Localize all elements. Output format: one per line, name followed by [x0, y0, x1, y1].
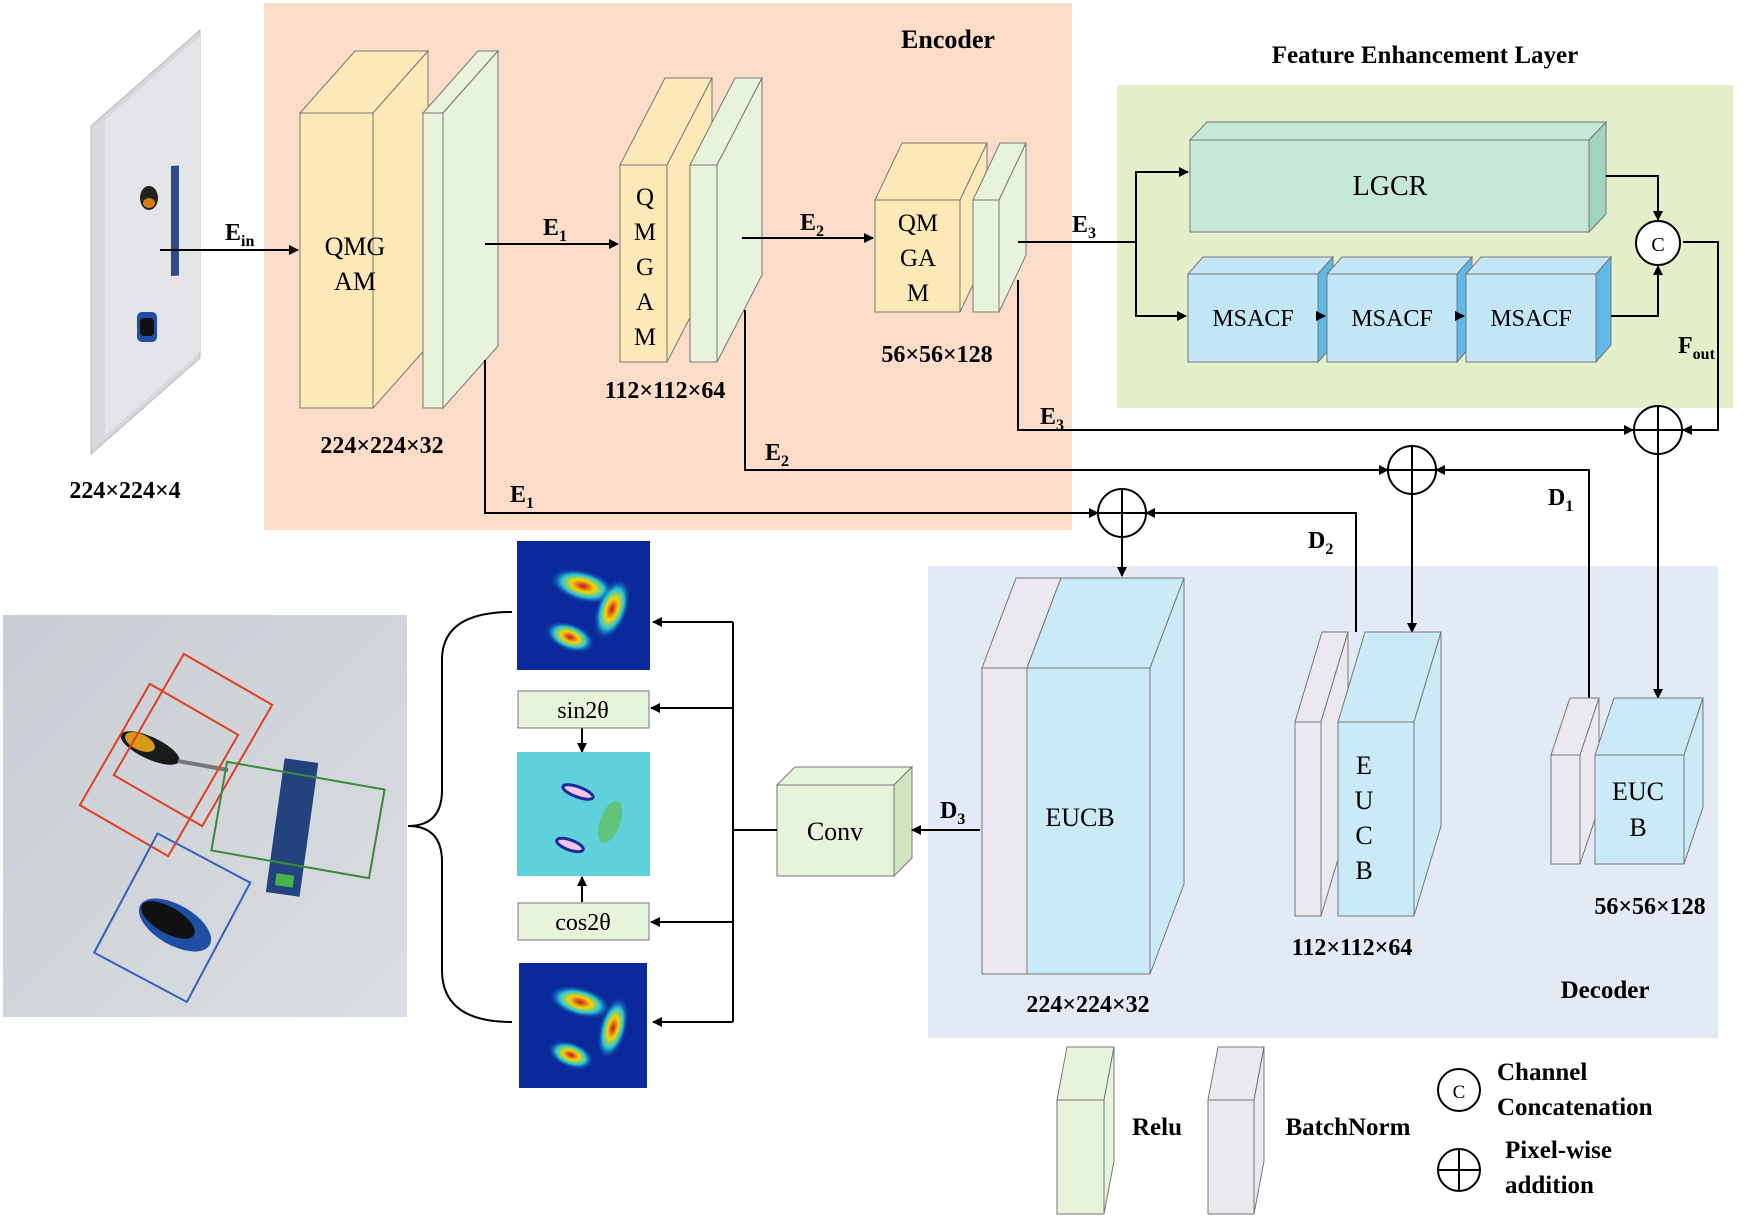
- encoder-block-2: Q M G A M: [619, 77, 763, 363]
- msacf-label-1: MSACF: [1212, 306, 1293, 332]
- edge-d1: D1: [1548, 485, 1573, 515]
- encoder-block-2-letter-2: M: [634, 219, 656, 246]
- output-photo: [3, 615, 407, 1017]
- skip-arrows: [484, 280, 1663, 699]
- legend-relu-label: Relu: [1132, 1114, 1182, 1141]
- decoder-block-1: EUCB: [981, 577, 1185, 975]
- msacf-label-3: MSACF: [1490, 306, 1571, 332]
- edge-e1: E1: [543, 215, 567, 245]
- heatmap-top: [517, 541, 650, 670]
- input-image: [90, 28, 201, 456]
- sin-label: sin2θ: [557, 698, 609, 724]
- encoder-block-1-label-line2: AM: [334, 267, 376, 296]
- decoder-block-3: EUC B: [1550, 697, 1704, 865]
- encoder-title: Encoder: [901, 25, 995, 54]
- decoder-block-3-size: 56×56×128: [1594, 894, 1705, 920]
- cos-label: cos2θ: [555, 910, 611, 936]
- encoder-block-2-letter-4: A: [636, 289, 654, 316]
- edge-e2: E2: [800, 210, 824, 240]
- decoder-block-2-letter-1: E: [1356, 751, 1372, 780]
- edge-e3: E3: [1072, 212, 1096, 242]
- encoder-block-3-label-line3: M: [907, 280, 929, 307]
- edge-d2: D2: [1308, 528, 1333, 558]
- encoder-block-3-size: 56×56×128: [881, 342, 992, 368]
- edge-fout: Fout: [1678, 333, 1716, 363]
- encoder-block-2-size: 112×112×64: [605, 378, 726, 404]
- fel-arrows: [1135, 167, 1719, 435]
- add-node-3: [1097, 488, 1147, 538]
- conv-label: Conv: [807, 817, 863, 846]
- legend-concat: C Channel Concatenation: [1437, 1059, 1653, 1121]
- skip-label-e2: E2: [765, 440, 789, 470]
- input-size: 224×224×4: [69, 478, 180, 504]
- decoder-block-3-label-line1: EUC: [1612, 777, 1664, 806]
- decoder-block-2-letter-2: U: [1355, 786, 1374, 815]
- concat-node: C: [1635, 220, 1681, 266]
- decoder-block-1-size: 224×224×32: [1026, 992, 1149, 1018]
- encoder-block-3-label-line2: GA: [900, 245, 936, 272]
- msacf-block-1: MSACF: [1186, 255, 1335, 364]
- add-node-2: [1387, 445, 1437, 495]
- msacf-label-2: MSACF: [1351, 306, 1432, 332]
- skip-label-e1: E1: [510, 482, 534, 512]
- lgcr-block: LGCR: [1188, 120, 1608, 234]
- concat-symbol: C: [1651, 234, 1664, 256]
- add-node-1: [1633, 405, 1683, 455]
- encoder-arrows: [160, 233, 1136, 255]
- head-arrows: [577, 617, 777, 1027]
- decoder-block-2-letter-4: B: [1355, 856, 1372, 885]
- decoder-block-2-letter-3: C: [1355, 821, 1372, 850]
- decoder-block-1-label: EUCB: [1045, 803, 1114, 832]
- legend-concat-symbol: C: [1453, 1082, 1466, 1103]
- encoder-block-2-letter-1: Q: [636, 184, 654, 211]
- encoder-block-1-size: 224×224×32: [320, 433, 443, 459]
- angle-map: [517, 752, 650, 876]
- encoder-block-2-letter-3: G: [636, 254, 654, 281]
- cos-box: cos2θ: [517, 902, 650, 941]
- encoder-block-1-label-line1: QMG: [325, 232, 386, 261]
- encoder-block-1: QMG AM: [298, 49, 500, 410]
- legend-add: Pixel-wise addition: [1437, 1137, 1612, 1199]
- conv-block: Conv: [775, 765, 914, 878]
- skip-label-e3: E3: [1040, 404, 1064, 434]
- fel-title: Feature Enhancement Layer: [1272, 42, 1578, 69]
- edge-d3: D3: [940, 798, 965, 828]
- legend-batchnorm: BatchNorm: [1207, 1046, 1411, 1215]
- legend-relu: Relu: [1056, 1046, 1182, 1215]
- legend-concat-line2: Concatenation: [1497, 1094, 1653, 1121]
- msacf-block-3: MSACF: [1464, 255, 1613, 364]
- legend-add-line2: addition: [1505, 1172, 1594, 1199]
- legend-add-line1: Pixel-wise: [1505, 1137, 1612, 1164]
- encoder-block-3: QM GA M: [874, 142, 1027, 313]
- heatmap-bottom: [519, 963, 647, 1088]
- lgcr-label: LGCR: [1353, 171, 1428, 202]
- legend-concat-line1: Channel: [1497, 1059, 1587, 1086]
- decoder-block-2: E U C B: [1294, 631, 1442, 917]
- decoder-title: Decoder: [1561, 977, 1650, 1004]
- encoder-block-2-letter-5: M: [634, 324, 656, 351]
- decoder-block-3-label-line2: B: [1629, 813, 1646, 842]
- edge-ein: Ein: [225, 220, 254, 250]
- sin-box: sin2θ: [517, 690, 650, 729]
- output-brace: [407, 611, 513, 1023]
- msacf-block-2: MSACF: [1325, 255, 1474, 364]
- legend-batchnorm-label: BatchNorm: [1286, 1114, 1411, 1141]
- decoder-block-2-size: 112×112×64: [1292, 935, 1413, 961]
- encoder-block-3-label-line1: QM: [898, 210, 938, 237]
